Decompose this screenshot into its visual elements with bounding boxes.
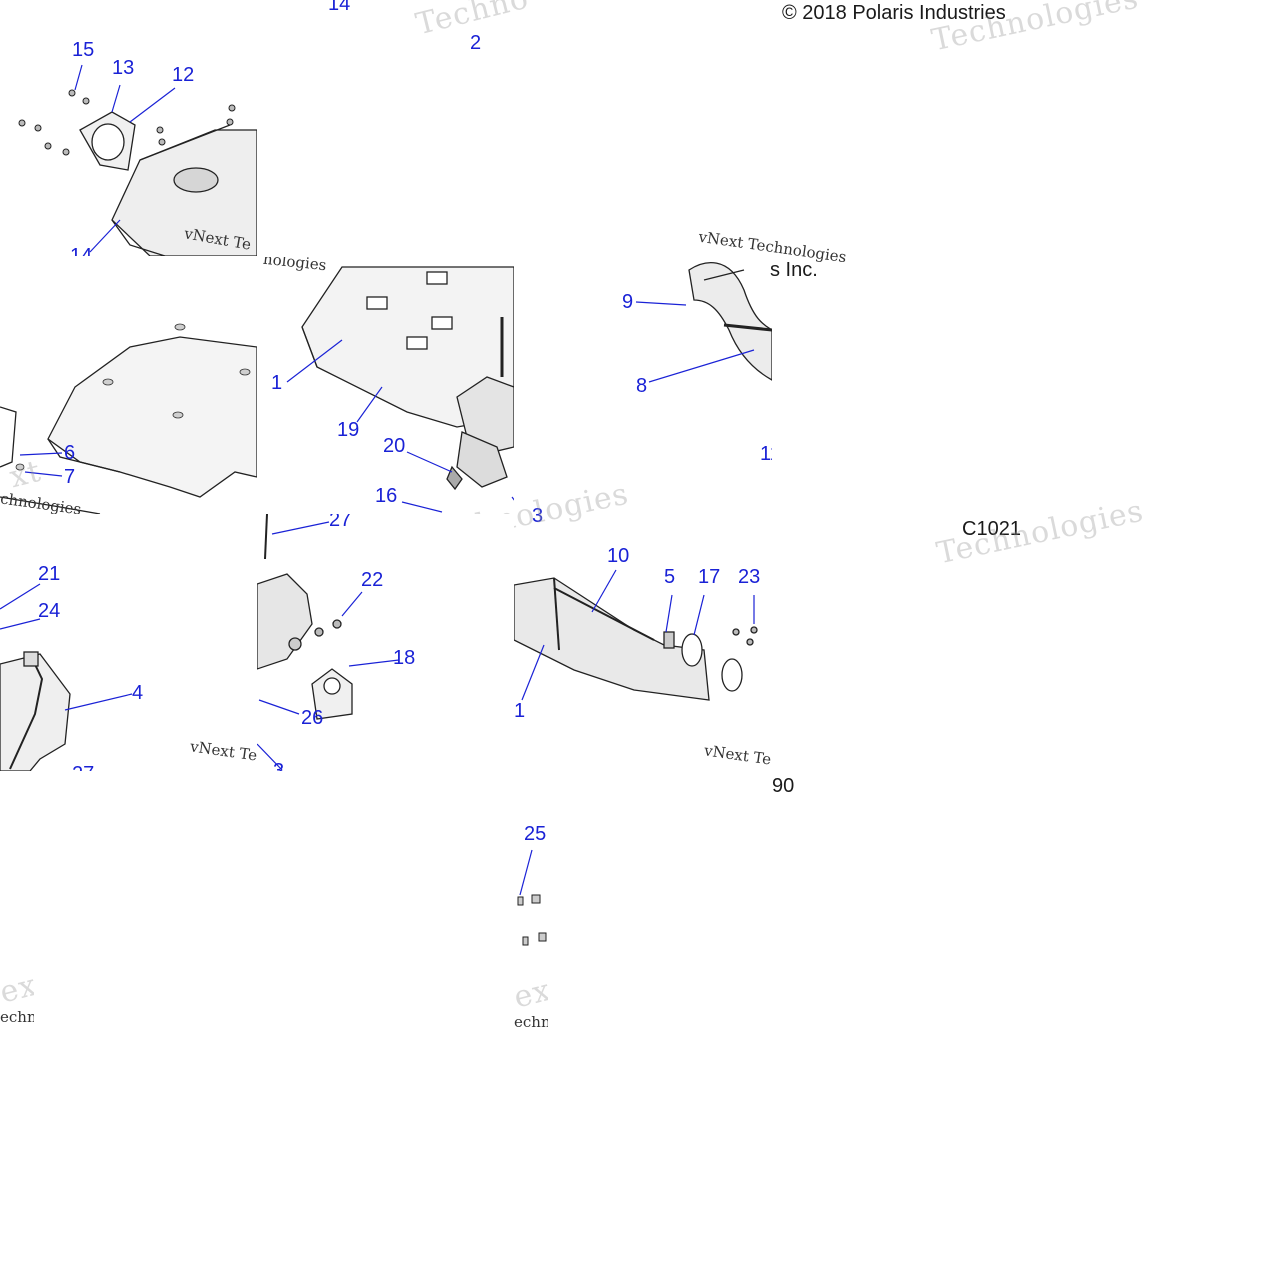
tile-watermark-stub: ext echno — [0, 960, 34, 1028]
callout-27: 27 — [329, 514, 352, 531]
head-pipe-drawing — [635, 261, 772, 383]
tile-heat-shield-bracket: 15 13 12 14 vNext Te — [0, 30, 257, 256]
callout-22: 22 — [361, 569, 384, 591]
tile-head-pipe: 9 8 11 — [514, 230, 772, 487]
tile-nuts: ext echno — [514, 815, 548, 1028]
callout-3-mid: 3 — [532, 505, 544, 527]
tile-heat-shield: 6 7 xt chnologies — [0, 257, 257, 514]
callout-14: 14 — [70, 245, 93, 256]
copyright-text: © 2018 Polaris Industries — [782, 2, 1006, 24]
callout-18: 18 — [393, 647, 416, 669]
shield-drawing — [0, 323, 257, 514]
callout-23: 23 — [738, 566, 761, 588]
callout-27-low: 27 — [72, 764, 94, 771]
copyright-fragment: s Inc. — [770, 259, 818, 281]
tile-muffler: 1 19 20 16 nologies — [257, 257, 514, 514]
callout-17: 17 — [698, 566, 721, 588]
callout-10: 10 — [607, 545, 630, 567]
callout-6: 6 — [64, 442, 76, 464]
callout-13: 13 — [112, 57, 135, 79]
tile-tail-pipe: 10 5 17 23 1 vNext Te — [514, 540, 772, 771]
watermark: ext — [0, 964, 34, 1011]
callout-12: 12 — [172, 64, 195, 86]
callout-1-lower: 1 — [514, 700, 526, 722]
callout-3: 3 — [273, 760, 285, 771]
callout-5: 5 — [664, 566, 676, 588]
tile-mounts: 27 22 18 26 3 — [257, 514, 514, 771]
shield-4-drawing — [0, 583, 133, 771]
nuts-drawing — [517, 849, 547, 946]
callout-25: 25 — [524, 823, 547, 845]
callout-9: 9 — [622, 291, 634, 313]
callout-7: 7 — [64, 466, 76, 488]
muffler-drawing — [286, 266, 514, 513]
heat-shield-drawing — [18, 64, 257, 256]
callout-4: 4 — [132, 682, 144, 704]
watermark: Technologies — [933, 493, 1147, 572]
tile-shield-4: 21 24 4 27 vNext Te — [0, 514, 257, 771]
mounts-drawing — [257, 514, 400, 771]
figure-code: C1021 — [962, 518, 1021, 540]
watermark-fragment: echno — [514, 1013, 548, 1028]
callout-20: 20 — [383, 435, 406, 457]
page-number: 90 — [772, 775, 795, 797]
tail-pipe-drawing — [514, 569, 758, 701]
callout-26: 26 — [301, 707, 324, 729]
callout-11: 11 — [760, 443, 772, 465]
callout-2: 2 — [470, 32, 482, 54]
watermark-fragment: echno — [0, 1008, 34, 1026]
callout-19: 19 — [337, 419, 360, 441]
callout-24: 24 — [38, 600, 61, 622]
callout-1: 1 — [271, 372, 283, 394]
callout-14-top: 14 — [328, 0, 351, 15]
callout-16: 16 — [375, 485, 398, 507]
callout-21: 21 — [38, 563, 61, 585]
callout-15: 15 — [72, 39, 95, 61]
callout-8: 8 — [636, 375, 648, 397]
